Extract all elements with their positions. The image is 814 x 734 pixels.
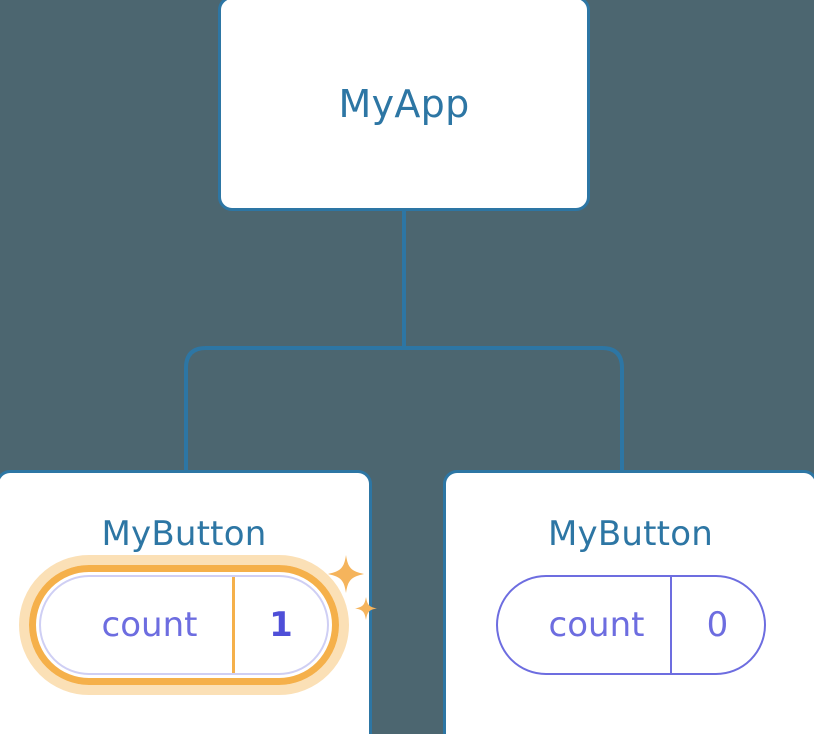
state-value-label: 1	[269, 605, 293, 645]
node-mybutton-right[interactable]: MyButton count 0	[443, 470, 814, 734]
state-value-label: 0	[706, 605, 729, 645]
state-divider	[232, 577, 235, 673]
state-pill-wrapper-right: count 0	[495, 575, 766, 675]
node-mybutton-left[interactable]: MyButton count 1	[0, 470, 377, 734]
state-divider	[669, 577, 672, 673]
connector-branch-bar	[184, 346, 624, 470]
node-title: MyApp	[338, 81, 470, 126]
node-title: MyButton	[548, 514, 713, 554]
state-pill-wrapper-left: count 1	[19, 555, 377, 695]
highlight-halo	[19, 555, 349, 695]
state-key-label: count	[101, 605, 198, 645]
highlight-ring	[29, 565, 339, 685]
state-pill-count-0[interactable]: count 0	[495, 575, 766, 675]
state-pill-count-1[interactable]: count 1	[39, 575, 329, 675]
node-title: MyButton	[101, 514, 267, 554]
node-myapp[interactable]: MyApp	[218, 0, 590, 211]
state-key-label: count	[548, 605, 645, 645]
